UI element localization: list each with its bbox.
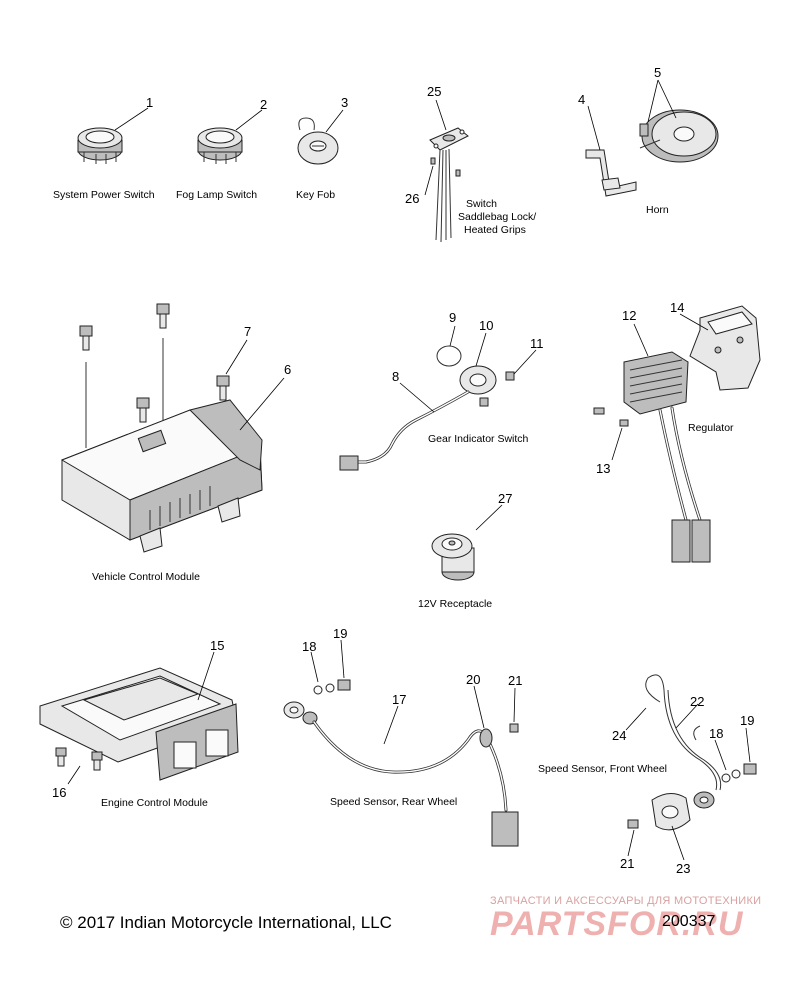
- label-switch: Switch: [466, 198, 497, 210]
- label-saddlebag-lock: Saddlebag Lock/: [458, 211, 536, 223]
- callout-21-rear: 21: [508, 673, 522, 688]
- callout-7: 7: [244, 324, 251, 339]
- callout-6: 6: [284, 362, 291, 377]
- copyright-text: © 2017 Indian Motorcycle International, …: [60, 913, 392, 932]
- callout-11: 11: [530, 336, 544, 351]
- label-key-fob: Key Fob: [296, 189, 335, 201]
- label-fog-lamp-switch: Fog Lamp Switch: [176, 189, 257, 201]
- callout-3: 3: [341, 95, 348, 110]
- key-fob: [297, 109, 344, 165]
- label-12v-receptacle: 12V Receptacle: [418, 598, 492, 610]
- callout-22: 22: [690, 694, 704, 709]
- vehicle-control-module: [60, 303, 285, 553]
- callout-15: 15: [210, 638, 224, 653]
- diagram-code: 200337: [662, 913, 716, 930]
- label-system-power-switch: System Power Switch: [53, 189, 155, 201]
- regulator: [593, 305, 761, 563]
- callout-25: 25: [427, 84, 441, 99]
- callout-19-rear: 19: [333, 626, 347, 641]
- label-heated-grips: Heated Grips: [464, 224, 526, 236]
- label-horn: Horn: [646, 204, 669, 216]
- callout-4: 4: [578, 92, 585, 107]
- callout-16: 16: [52, 785, 66, 800]
- callout-14: 14: [670, 300, 684, 315]
- watermark-brand: PARTSFOR.RU: [490, 905, 744, 943]
- engine-control-module: [39, 651, 239, 785]
- callout-9: 9: [449, 310, 456, 325]
- callout-20: 20: [466, 672, 480, 687]
- callout-27: 27: [498, 491, 512, 506]
- label-engine-control-module: Engine Control Module: [101, 797, 208, 809]
- callout-2: 2: [260, 97, 267, 112]
- callout-10: 10: [479, 318, 493, 333]
- callout-24: 24: [612, 728, 626, 743]
- speed-sensor-rear: [283, 639, 519, 847]
- label-regulator: Regulator: [688, 422, 734, 434]
- callout-19-front: 19: [740, 713, 754, 728]
- 12v-receptacle: [431, 504, 503, 581]
- callout-18-rear: 18: [302, 639, 316, 654]
- label-speed-sensor-front: Speed Sensor, Front Wheel: [538, 763, 667, 775]
- callout-1: 1: [146, 95, 153, 110]
- system-power-switch: [77, 107, 149, 164]
- label-vehicle-control-module: Vehicle Control Module: [92, 571, 200, 583]
- fog-lamp-switch: [197, 109, 263, 164]
- callout-26: 26: [405, 191, 419, 206]
- watermark-tagline: ЗАПЧАСТИ И АКСЕССУАРЫ ДЛЯ МОТОТЕХНИКИ: [490, 895, 762, 907]
- saddlebag-lock-switch: [424, 99, 469, 243]
- callout-8: 8: [392, 369, 399, 384]
- label-speed-sensor-rear: Speed Sensor, Rear Wheel: [330, 796, 457, 808]
- callout-5: 5: [654, 65, 661, 80]
- callout-13: 13: [596, 461, 610, 476]
- callout-21-front: 21: [620, 856, 634, 871]
- callout-12: 12: [622, 308, 636, 323]
- callout-18-front: 18: [709, 726, 723, 741]
- gear-indicator-switch: [339, 325, 537, 471]
- horn: [585, 79, 719, 197]
- speed-sensor-front: [625, 674, 757, 861]
- label-gear-indicator-switch: Gear Indicator Switch: [428, 433, 529, 445]
- callout-17: 17: [392, 692, 406, 707]
- callout-23: 23: [676, 861, 690, 876]
